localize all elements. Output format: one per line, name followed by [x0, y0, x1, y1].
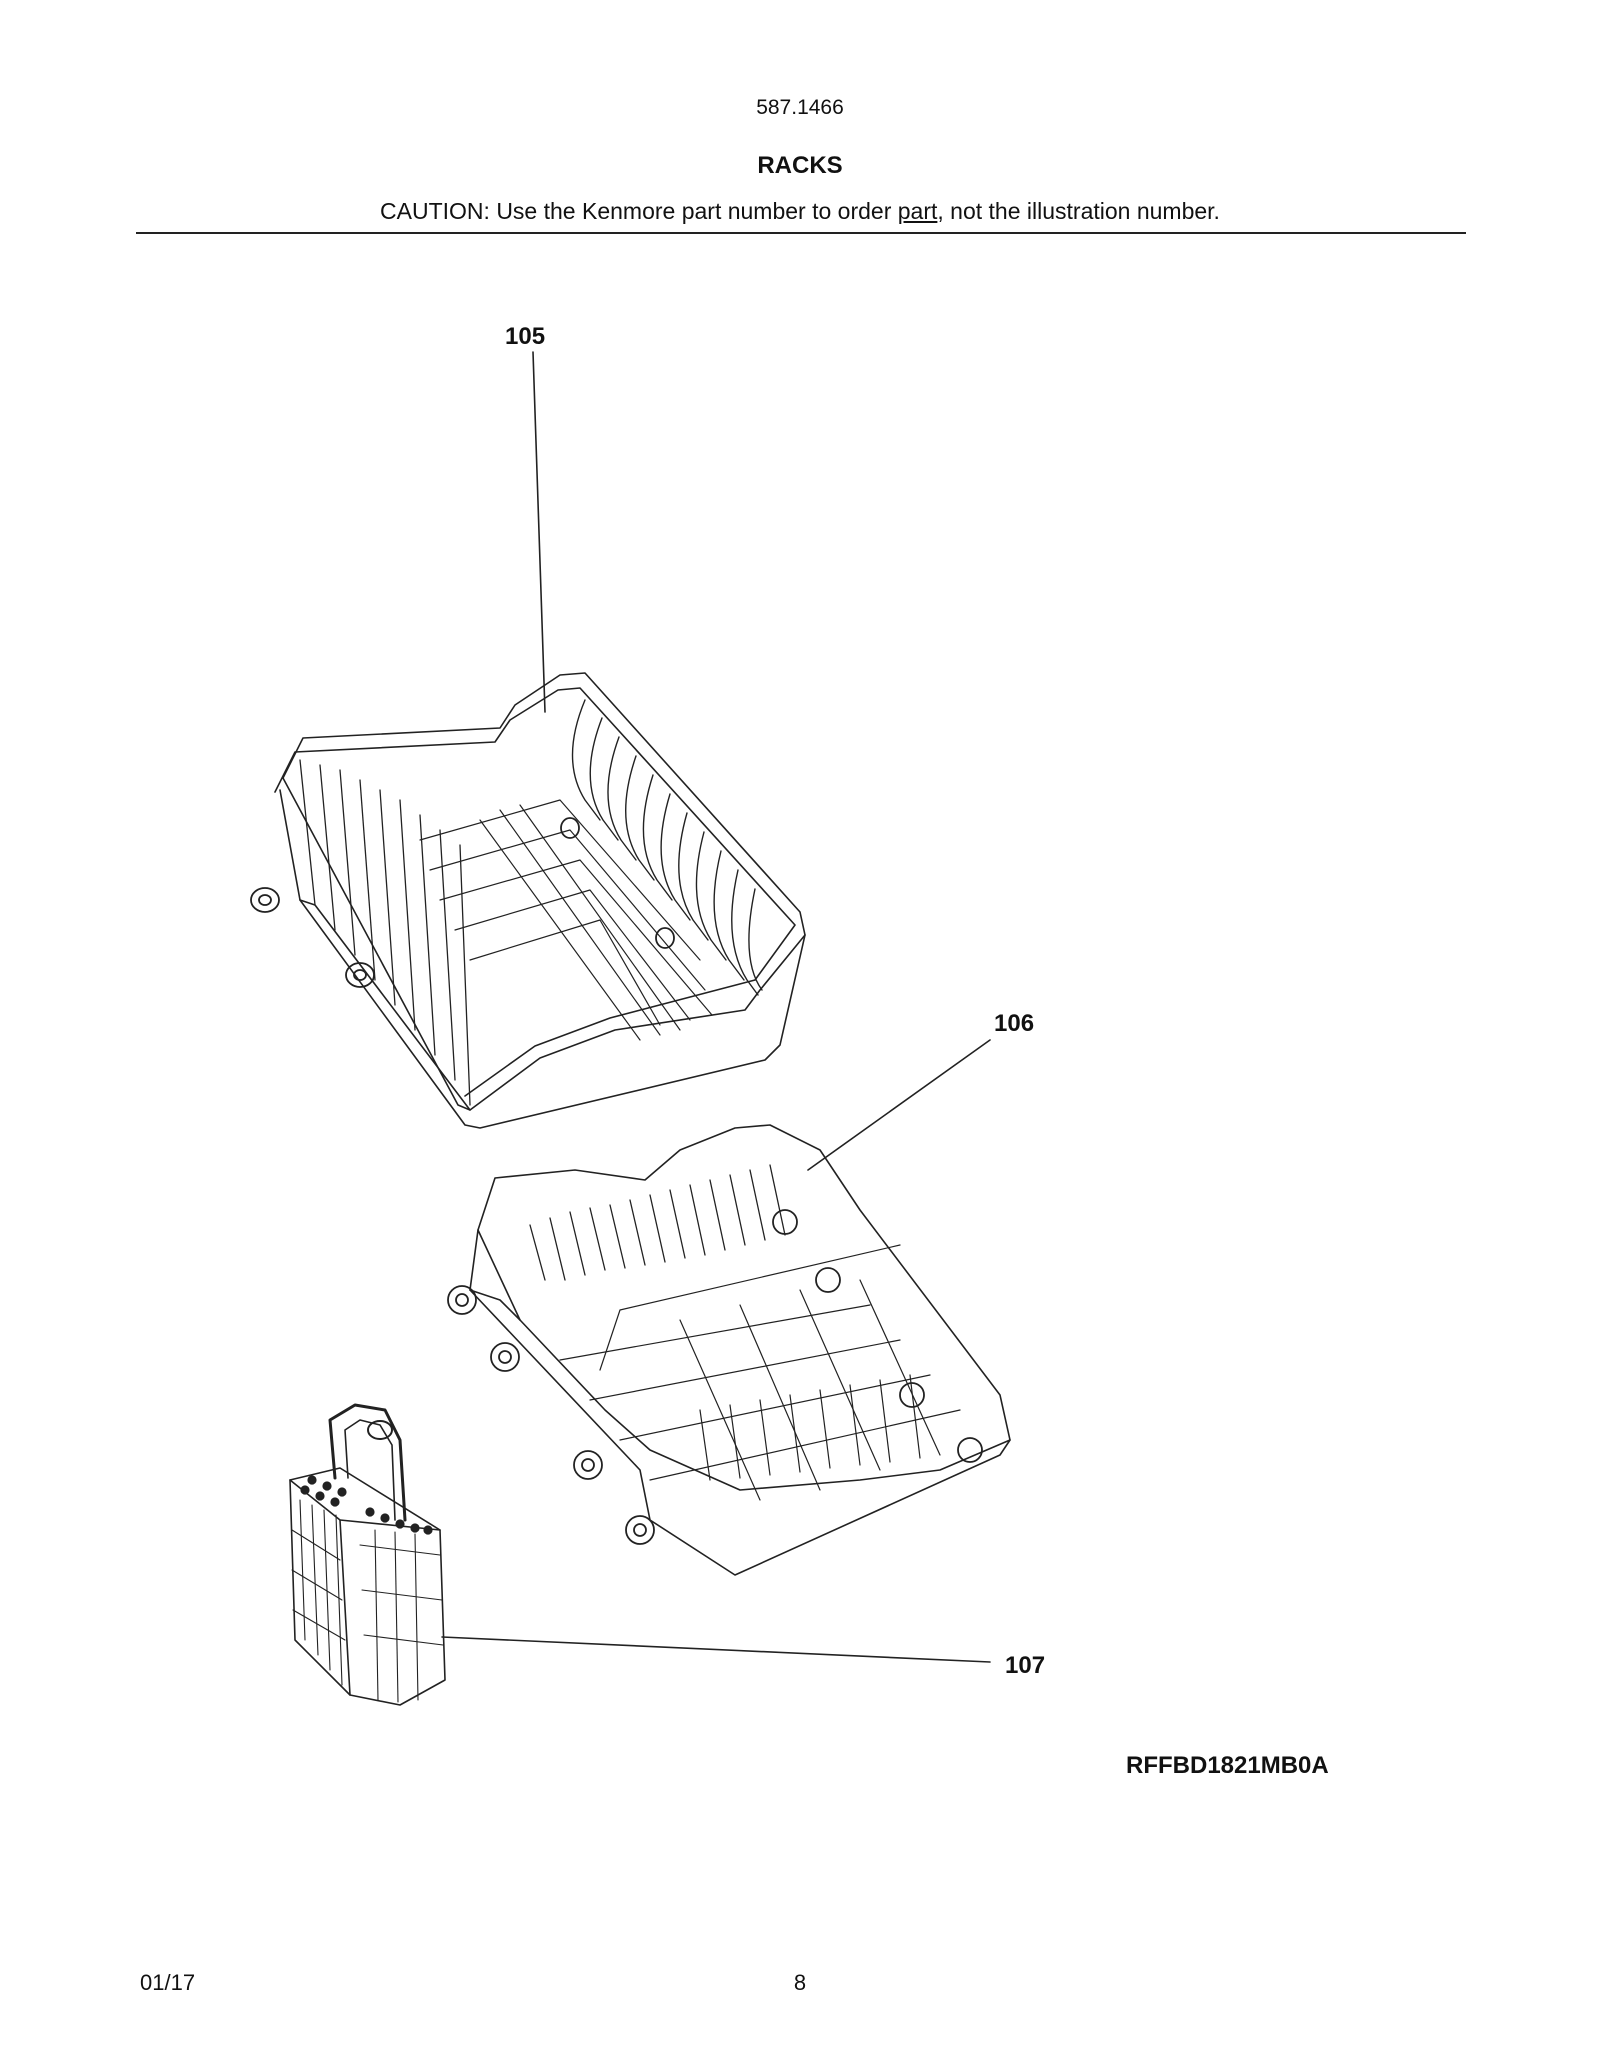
- leader-lines: [441, 351, 991, 1663]
- page-title: RACKS: [757, 152, 843, 179]
- upper-rack-illustration: [250, 672, 806, 1129]
- silverware-basket-illustration: [289, 1403, 446, 1706]
- header-rule: [136, 232, 1466, 234]
- callout-107: 107: [1005, 1652, 1046, 1679]
- callout-106: 106: [994, 1010, 1035, 1037]
- footer-date: 01/17: [140, 1970, 196, 1995]
- caution-text-start: CAUTION: Use the Kenmore part number to …: [380, 198, 898, 224]
- caution-note: CAUTION: Use the Kenmore part number to …: [0, 198, 1600, 225]
- diagram-code: RFFBD1821MB0A: [1126, 1752, 1329, 1779]
- callout-105: 105: [505, 323, 546, 350]
- model-number: 587.1466: [756, 96, 844, 119]
- page-number: 8: [793, 1970, 807, 1995]
- caution-text-end: , not the illustration number.: [937, 198, 1220, 224]
- lower-rack-illustration: [447, 1124, 1011, 1576]
- caution-part-word: part: [897, 198, 938, 224]
